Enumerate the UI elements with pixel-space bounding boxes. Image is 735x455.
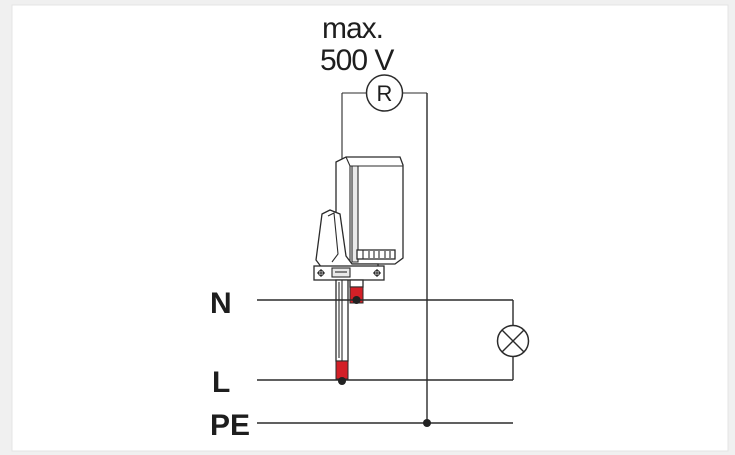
rail-label-pe: PE [210,409,250,442]
rail-label-n: N [210,287,232,320]
junction-dot-pe [423,419,431,427]
meter-loop-wires [341,92,428,423]
junction-dot-n [352,296,361,304]
rail-label-l: L [212,366,230,399]
voltage-tester-device-icon [313,156,404,380]
junction-dot-l [338,377,346,385]
voltage-label-max: max. [322,12,383,45]
lamp-load-icon [496,324,530,358]
resistance-meter-icon: R [365,74,404,112]
lower-probe-tip [335,360,349,380]
meter-symbol-label: R [377,81,393,106]
voltage-label-value: 500 V [320,44,394,77]
line-rail [257,356,514,381]
neutral-rail [257,299,514,326]
